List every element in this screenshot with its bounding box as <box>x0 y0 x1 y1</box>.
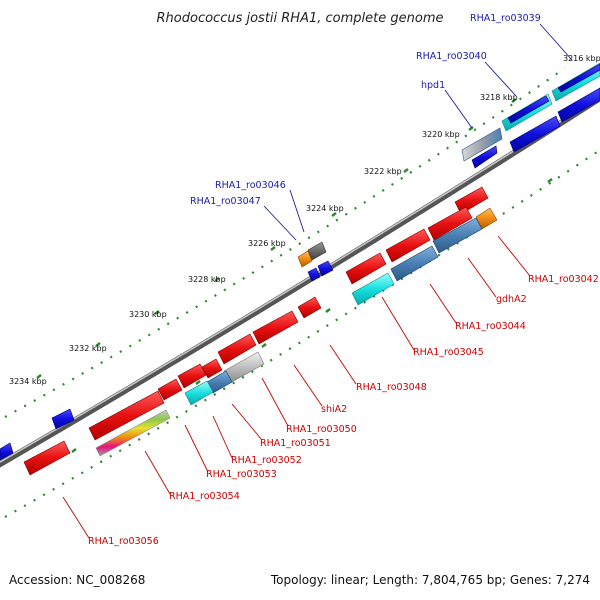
gene-blue-1[interactable] <box>471 145 498 169</box>
label-ro03053[interactable]: RHA1_ro03053 <box>206 469 277 480</box>
tick-label-3232: 3232 kbp <box>69 344 107 353</box>
label-ro03044[interactable]: RHA1_ro03044 <box>455 321 526 332</box>
gene-red-e[interactable] <box>252 310 299 345</box>
gene-red-i[interactable] <box>157 378 183 401</box>
bottom-strand-genes <box>23 186 498 476</box>
gene-blue-6[interactable] <box>51 408 75 430</box>
tick-label-3222: 3222 kbp <box>364 167 402 176</box>
gene-blue-3[interactable] <box>557 87 600 123</box>
top-gene-labels: RHA1_ro03039 RHA1_ro03040 hpd1 RHA1_ro03… <box>190 13 541 207</box>
gene-ro03053[interactable] <box>95 409 171 457</box>
label-ro03047[interactable]: RHA1_ro03047 <box>190 196 261 207</box>
label-hpd1[interactable]: hpd1 <box>421 80 445 91</box>
bottom-leader-lines <box>62 235 531 539</box>
gene-ro03045[interactable] <box>351 272 395 306</box>
label-ro03052[interactable]: RHA1_ro03052 <box>231 455 302 466</box>
tick-label-3224: 3224 kbp <box>306 204 344 213</box>
gene-ro03044[interactable] <box>390 245 439 282</box>
tick-label-3218: 3218 kbp <box>480 93 518 102</box>
label-ro03040[interactable]: RHA1_ro03040 <box>416 51 487 62</box>
label-ro03039[interactable]: RHA1_ro03039 <box>470 13 541 24</box>
gene-blue-4[interactable] <box>317 260 334 277</box>
label-gdhA2[interactable]: gdhA2 <box>496 294 527 305</box>
label-ro03054[interactable]: RHA1_ro03054 <box>169 491 240 502</box>
tick-label-3234: 3234 kbp <box>9 377 47 386</box>
gene-red-g[interactable] <box>201 358 223 379</box>
gene-red-b[interactable] <box>427 206 473 241</box>
label-ro03051[interactable]: RHA1_ro03051 <box>260 438 331 449</box>
gene-ro03048[interactable] <box>297 296 322 319</box>
gene-red-d[interactable] <box>345 252 387 285</box>
tick-label-3228: 3228 kbp <box>188 275 226 284</box>
label-ro03056[interactable]: RHA1_ro03056 <box>88 536 159 547</box>
top-leader-lines <box>263 23 573 241</box>
gene-red-c[interactable] <box>385 228 431 263</box>
tick-label-3226: 3226 kbp <box>248 239 286 248</box>
label-ro03046[interactable]: RHA1_ro03046 <box>215 180 286 191</box>
gene-ro03046[interactable] <box>307 241 327 261</box>
bottom-gene-labels: RHA1_ro03042 gdhA2 RHA1_ro03044 RHA1_ro0… <box>88 274 599 547</box>
top-strand-genes <box>0 62 600 461</box>
gene-ro03056[interactable] <box>23 440 71 476</box>
accession-text: Accession: NC_008268 <box>9 573 146 587</box>
label-ro03050[interactable]: RHA1_ro03050 <box>286 424 357 435</box>
genome-backbone <box>0 94 600 468</box>
gene-ro03051[interactable] <box>184 380 214 406</box>
gene-blue-2[interactable] <box>509 115 561 153</box>
tick-label-3216: 3216 kbp <box>563 54 600 63</box>
tick-label-3230: 3230 kbp <box>129 310 167 319</box>
label-ro03045[interactable]: RHA1_ro03045 <box>413 347 484 358</box>
tick-label-3220: 3220 kbp <box>422 130 460 139</box>
gene-gdhA2[interactable] <box>432 217 483 254</box>
gene-blue-5[interactable] <box>307 267 321 282</box>
label-ro03042[interactable]: RHA1_ro03042 <box>528 274 599 285</box>
gene-red-a[interactable] <box>454 186 489 215</box>
label-shiA2[interactable]: shiA2 <box>321 404 347 415</box>
gene-ro03054[interactable] <box>88 390 165 441</box>
gene-blue-7[interactable] <box>0 442 14 461</box>
gene-hpd1[interactable] <box>461 127 503 162</box>
gene-red-h[interactable] <box>177 363 207 389</box>
upper-scale-ticks <box>36 98 517 379</box>
tick-labels: 3216 kbp 3218 kbp 3220 kbp 3222 kbp 3224… <box>9 54 600 386</box>
label-ro03048[interactable]: RHA1_ro03048 <box>356 382 427 393</box>
lower-scale-line <box>4 149 600 518</box>
map-title: Rhodococcus jostii RHA1, complete genome <box>157 11 444 26</box>
gene-red-f[interactable] <box>217 333 257 365</box>
topology-text: Topology: linear; Length: 7,804,765 bp; … <box>270 573 590 587</box>
gene-ro03047[interactable] <box>297 250 313 268</box>
